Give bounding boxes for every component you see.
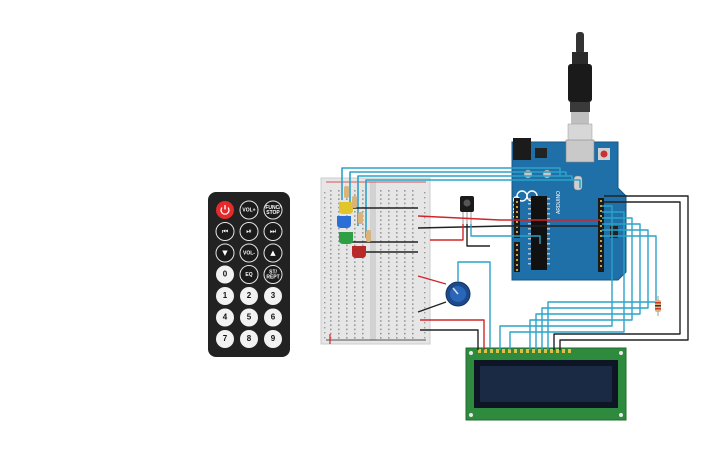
button-4-label: 4 xyxy=(223,313,228,322)
usb-port xyxy=(565,139,595,163)
wire-black xyxy=(420,329,479,350)
st-rept-button-label: ST/ xyxy=(269,269,277,275)
wire-cyan xyxy=(349,171,567,212)
down-button-label: ▼ xyxy=(222,249,228,257)
button-5[interactable]: 5 xyxy=(240,308,258,327)
button-0[interactable]: 0 xyxy=(216,265,234,284)
power-button[interactable] xyxy=(216,201,234,219)
wire-black xyxy=(417,301,447,313)
ir-remote: VOL+ FUNC/STOP ⏮ ⏯ ⏭ ▼ VOL- ▲ 0 EQ ST/REPT 1 2 3 4 5 6 7 8… xyxy=(208,192,290,357)
button-1-label: 1 xyxy=(223,291,228,300)
wire-cyan xyxy=(357,175,573,226)
vol-up-button[interactable]: VOL+ xyxy=(239,200,259,220)
button-9-label: 9 xyxy=(271,334,276,343)
usb-cable xyxy=(567,32,593,143)
button-0-label: 0 xyxy=(223,270,228,279)
vol-down-button-label: VOL- xyxy=(243,250,255,256)
resistors xyxy=(344,186,371,242)
up-button[interactable]: ▲ xyxy=(263,243,283,263)
wire-black xyxy=(417,225,600,229)
button-8-label: 8 xyxy=(247,334,252,343)
button-7-label: 7 xyxy=(223,334,228,343)
button-3-label: 3 xyxy=(271,291,276,300)
func-stop-button-label: STOP xyxy=(266,210,280,216)
wire-cyan xyxy=(470,224,541,244)
header-pins xyxy=(516,200,602,271)
lcd-pins xyxy=(478,349,571,353)
arduino-uno-board: UNO ARDUINO xyxy=(511,138,627,281)
wire-red xyxy=(420,319,485,350)
play-pause-button-label: ⏯ xyxy=(246,228,252,236)
wire-red xyxy=(417,275,447,285)
button-5-label: 5 xyxy=(247,313,252,322)
potentiometer[interactable] xyxy=(445,281,471,307)
led-green xyxy=(339,232,353,244)
button-4[interactable]: 4 xyxy=(216,308,234,327)
wire-cyan xyxy=(535,223,641,350)
power-icon xyxy=(220,205,230,215)
analog-header xyxy=(514,242,520,272)
led-red xyxy=(352,246,366,258)
func-stop-button-label: FUNC/ xyxy=(265,205,281,211)
wire-cyan xyxy=(509,211,625,350)
wire-black xyxy=(466,224,490,247)
eq-button-label: EQ xyxy=(245,272,252,278)
wire-red xyxy=(417,215,600,221)
button-8[interactable]: 8 xyxy=(240,330,258,348)
reset-button[interactable] xyxy=(600,150,608,158)
button-7[interactable]: 7 xyxy=(216,330,234,348)
prev-button[interactable]: ⏮ xyxy=(215,222,235,241)
button-3[interactable]: 3 xyxy=(264,287,282,305)
eq-button[interactable]: EQ xyxy=(239,265,259,284)
play-pause-button[interactable]: ⏯ xyxy=(239,222,259,241)
arduino-brand-text: ARDUINO xyxy=(556,191,562,214)
wire-black xyxy=(553,201,681,350)
wire-red xyxy=(430,224,464,241)
ir-receiver xyxy=(460,196,474,224)
up-button-label: ▲ xyxy=(270,249,276,257)
next-button-label: ⏭ xyxy=(270,228,277,236)
st-rept-button-label: REPT xyxy=(266,274,279,280)
backlight-resistor xyxy=(655,296,661,316)
wire-cyan xyxy=(457,261,491,348)
led-blue xyxy=(337,216,351,228)
down-button[interactable]: ▼ xyxy=(215,243,235,263)
led-yellow xyxy=(339,202,353,214)
button-9[interactable]: 9 xyxy=(264,330,282,348)
vol-up-button-label: VOL+ xyxy=(242,207,255,213)
func-stop-button[interactable]: FUNC/STOP xyxy=(263,200,283,220)
button-2[interactable]: 2 xyxy=(240,287,258,305)
prev-button-label: ⏮ xyxy=(222,228,228,236)
vol-down-button[interactable]: VOL- xyxy=(239,243,259,263)
breadboard-holes xyxy=(324,190,426,339)
wire-cyan xyxy=(541,229,649,350)
button-6-label: 6 xyxy=(271,313,276,322)
lcd-16x2-display xyxy=(465,347,627,421)
wires xyxy=(329,167,689,350)
button-6[interactable]: 6 xyxy=(264,308,282,327)
wire-cyan xyxy=(499,205,613,350)
wire-black xyxy=(559,195,689,350)
breadboard xyxy=(320,177,431,345)
lcd-screen xyxy=(480,366,612,402)
atmega-chip xyxy=(531,196,547,270)
next-button[interactable]: ⏭ xyxy=(263,222,283,241)
button-1[interactable]: 1 xyxy=(216,287,234,305)
wire-cyan xyxy=(365,179,581,238)
power-jack xyxy=(513,138,531,160)
wire-cyan xyxy=(529,217,633,350)
chip-pins xyxy=(528,198,550,265)
st-rept-button[interactable]: ST/REPT xyxy=(263,265,283,284)
button-2-label: 2 xyxy=(247,291,252,300)
